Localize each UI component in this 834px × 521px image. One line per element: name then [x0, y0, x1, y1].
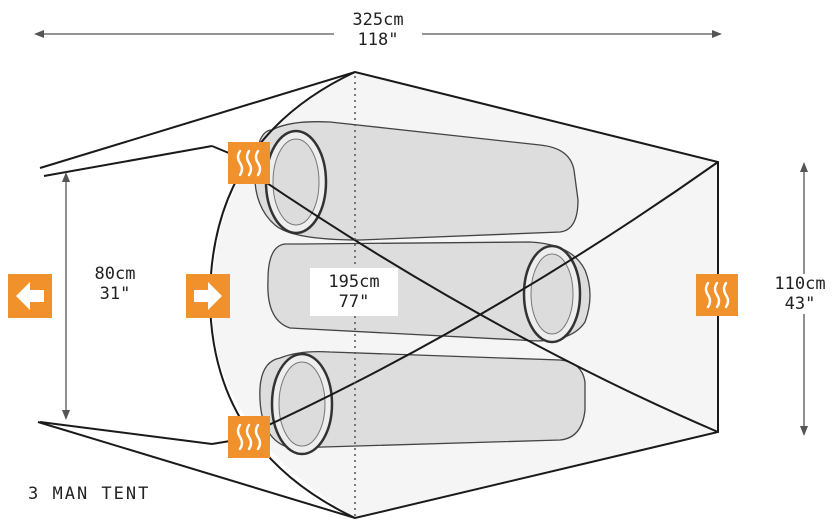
inner-length-metric: 195cm [328, 272, 380, 292]
tent-caption: 3 MAN TENT [28, 484, 151, 504]
porch-height-metric: 80cm [94, 264, 136, 284]
porch-height-imperial: 31" [99, 284, 131, 304]
arrow-right-icon [186, 274, 230, 318]
arrow-left-icon [8, 274, 52, 318]
overall-length-metric: 325cm [352, 10, 404, 30]
inner-length-label: 195cm 77" [310, 268, 398, 316]
width-imperial: 43" [784, 294, 816, 314]
width-label: 110cm 43" [768, 274, 832, 314]
overall-length-imperial: 118" [357, 30, 399, 50]
heat-vent-icon [228, 416, 270, 458]
inner-length-imperial: 77" [338, 292, 370, 312]
width-metric: 110cm [774, 274, 826, 294]
porch-height-arrow [62, 172, 70, 420]
overall-length-label: 325cm 118" [334, 10, 422, 50]
sleeping-bag-top [254, 121, 579, 241]
heat-vent-icon [696, 274, 738, 316]
heat-vent-icon [228, 142, 270, 184]
sleeping-bag-middle [267, 241, 591, 344]
sleeping-bag-bottom [259, 350, 586, 456]
porch-height-label: 80cm 31" [80, 264, 150, 304]
